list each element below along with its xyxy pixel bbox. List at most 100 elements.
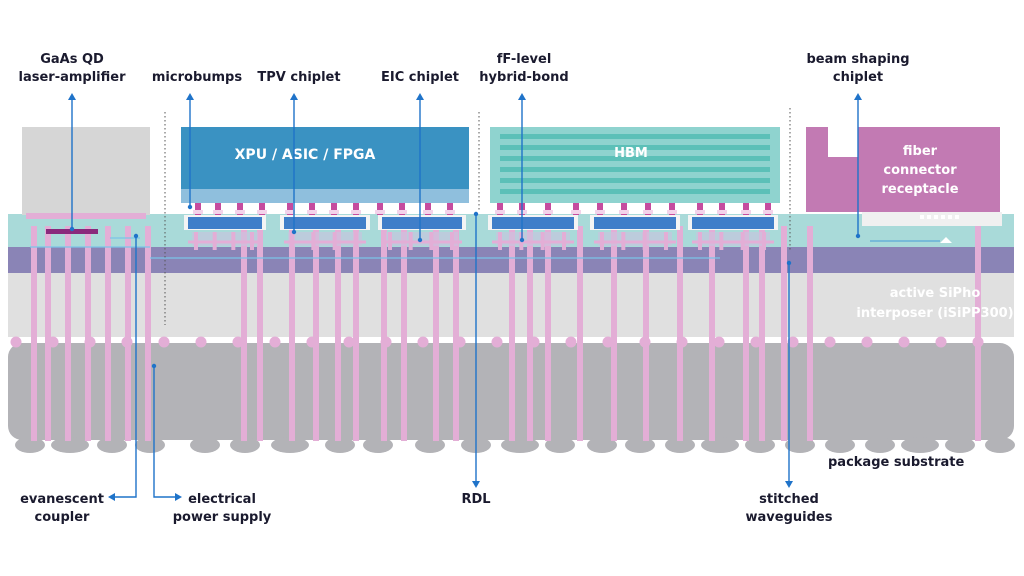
label-eic-chiplet: EIC chiplet (381, 70, 459, 85)
via (257, 226, 263, 441)
via (709, 226, 715, 441)
c4-bump (343, 336, 355, 348)
beam-dot (927, 215, 931, 219)
via (677, 226, 683, 441)
buried-chiplets (184, 215, 778, 250)
via (85, 226, 91, 441)
microbump (215, 203, 221, 215)
hbm-label: HBM (614, 146, 648, 161)
label-ff-line2: hybrid-bond (479, 70, 568, 85)
microbump-pad (643, 210, 653, 214)
beam-dot (948, 215, 952, 219)
solder-ball (97, 437, 127, 453)
hbm-stripes (500, 134, 770, 194)
microbump (447, 203, 453, 215)
label-ff-line1: fF-level (497, 52, 552, 67)
solder-ball (325, 437, 355, 453)
microbump-pad (595, 210, 605, 214)
microbump-pad (235, 210, 245, 214)
via (45, 226, 51, 441)
solder-ball (271, 437, 309, 453)
chiplet-base (288, 232, 362, 246)
label-beam-line1: beam shaping (806, 52, 909, 67)
gaas-laser-pad (26, 213, 146, 219)
xpu-chip (181, 127, 469, 189)
via (807, 226, 813, 441)
microbump (425, 203, 431, 215)
gaas-laser-bar (46, 229, 98, 234)
leader-lines (68, 93, 862, 501)
label-rdl: RDL (461, 492, 490, 507)
solder-balls (15, 437, 1015, 453)
solder-ball (825, 437, 855, 453)
chiplet-base (598, 232, 672, 246)
c4-bump (861, 336, 873, 348)
xpu-chip-base (181, 189, 469, 203)
via (381, 226, 387, 441)
hbm-stripe (500, 156, 770, 161)
microbump (377, 203, 383, 215)
microbump (645, 203, 651, 215)
solder-ball (135, 437, 165, 453)
microbump-pad (285, 210, 295, 214)
microbump (353, 203, 359, 215)
microbump (697, 203, 703, 215)
c4-bump (491, 336, 503, 348)
microbump-pad (495, 210, 505, 214)
chiplet-core (188, 217, 262, 229)
via (527, 226, 533, 441)
solder-ball (15, 437, 45, 453)
microbump (331, 203, 337, 215)
label-beam-line2: chiplet (833, 70, 883, 85)
microbump (743, 203, 749, 215)
solder-ball (415, 437, 445, 453)
hbm-stripe (500, 134, 770, 139)
fiber-label-line2: connector (883, 163, 957, 178)
microbump-pad (741, 210, 751, 214)
solder-ball (945, 437, 975, 453)
c4-bump (824, 336, 836, 348)
beam-dot (955, 215, 959, 219)
microbump-pad (375, 210, 385, 214)
microbump-pad (351, 210, 361, 214)
gaas-laser-block (22, 127, 150, 215)
microbump-pad (763, 210, 773, 214)
label-stitched-line2: waveguides (746, 510, 833, 525)
interposer-label-line1: active SiPho (890, 286, 981, 301)
fiber-connector-receptacle (806, 127, 1000, 212)
microbump-pad (257, 210, 267, 214)
via (65, 226, 71, 441)
beam-shaping-dots (920, 215, 959, 219)
chiplet-core (492, 217, 574, 229)
solder-ball (865, 437, 895, 453)
label-power-line2: power supply (173, 510, 272, 525)
solder-ball (745, 437, 775, 453)
c4-bump (713, 336, 725, 348)
label-microbumps: microbumps (152, 70, 242, 85)
via (611, 226, 617, 441)
chiplet-base (696, 232, 770, 246)
microbump (399, 203, 405, 215)
via (453, 226, 459, 441)
hbm-stripe (500, 145, 770, 150)
via (145, 226, 151, 441)
c4-bump (269, 336, 281, 348)
c4-bump (417, 336, 429, 348)
microbump-pad (307, 210, 317, 214)
solder-ball (190, 437, 220, 453)
via (433, 226, 439, 441)
label-evanescent-line2: coupler (35, 510, 90, 525)
microbump (237, 203, 243, 215)
fiber-label-line1: fiber (903, 144, 938, 159)
microbump-pad (329, 210, 339, 214)
solder-ball (51, 437, 89, 453)
via (759, 226, 765, 441)
hbm-stripe (500, 167, 770, 172)
beam-dot (920, 215, 924, 219)
via (401, 226, 407, 441)
hbm-stripe (500, 189, 770, 194)
solder-ball (587, 437, 617, 453)
beam-dot (941, 215, 945, 219)
interposer-label-line2: interposer (iSiPP300) (856, 306, 1013, 321)
